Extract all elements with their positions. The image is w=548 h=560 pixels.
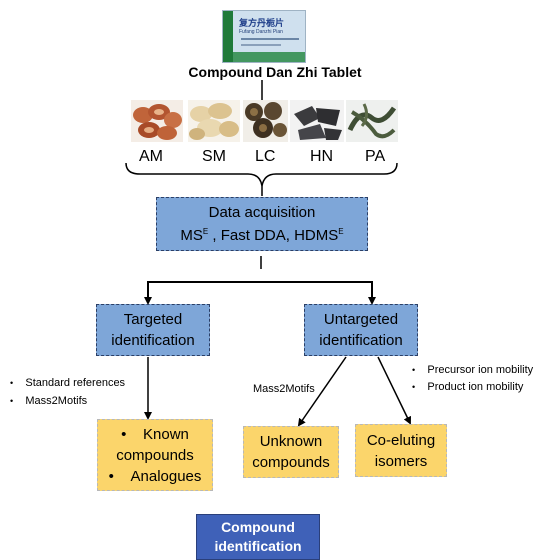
package-subtitle: Fufang Danzhi Pian: [239, 29, 283, 35]
untargeted-to-unknown-arrow: [297, 356, 347, 427]
untargeted-line2: identification: [319, 332, 403, 349]
targeted-identification-box: Targeted identification: [96, 304, 210, 356]
herb-image-hn: [290, 100, 344, 142]
final-line2: identification: [214, 538, 302, 554]
unknown-line1: Unknown: [259, 433, 323, 450]
untargeted-identification-box: Untargeted identification: [304, 304, 418, 356]
untargeted-line1: Untargeted: [323, 311, 399, 328]
herb-image-lc: [243, 100, 288, 142]
coeluting-line2: isomers: [374, 452, 428, 470]
targeted-line1: Targeted: [123, 311, 183, 328]
note-product-ion-mobility: • Product ion mobility: [412, 381, 524, 393]
herb-label-pa: PA: [365, 148, 386, 165]
unknown-line2: compounds: [252, 454, 330, 471]
herb-label-lc: LC: [255, 148, 276, 165]
untargeted-to-coeluting-arrow: [377, 356, 411, 425]
data-acquisition-title: Data acquisition: [208, 204, 316, 221]
split-line: [147, 281, 376, 305]
final-line1: Compound: [221, 519, 295, 535]
data-acquisition-box: Data acquisition MSE , Fast DDA, HDMSE: [156, 197, 368, 251]
herb-image-am: [131, 100, 183, 142]
coeluting-isomers-box: Co-eluting isomers: [355, 424, 447, 477]
unknown-compounds-box: Unknown compounds: [243, 426, 339, 478]
compound-identification-box: Compound identification: [196, 514, 320, 560]
note-mass2motifs-mid: Mass2Motifs: [253, 383, 315, 395]
known-line2: compounds: [116, 446, 194, 464]
note-precursor-ion-mobility: • Precursor ion mobility: [412, 364, 534, 376]
herb-image-sm: [188, 100, 240, 142]
herb-label-sm: SM: [202, 148, 226, 165]
note-mass2motifs-left: • Mass2Motifs: [10, 395, 88, 407]
targeted-line2: identification: [111, 332, 195, 349]
known-compounds-box: • Known compounds • Analogues: [97, 419, 213, 491]
diagram-title: Compound Dan Zhi Tablet: [188, 64, 362, 80]
package-title: 复方丹栀片: [239, 19, 285, 29]
herb-image-pa: [346, 100, 398, 142]
data-acquisition-methods: MSE , Fast DDA, HDMSE: [180, 227, 344, 244]
product-package-image: 复方丹栀片 Fufang Danzhi Pian: [222, 10, 306, 63]
known-line1: • Known: [121, 425, 189, 443]
note-standard-references: • Standard references: [10, 377, 126, 389]
known-line3: • Analogues: [108, 467, 202, 485]
herb-label-hn: HN: [310, 148, 334, 165]
herb-label-am: AM: [139, 148, 163, 165]
coeluting-line1: Co-eluting: [366, 431, 436, 449]
herb-brace: [125, 162, 398, 187]
